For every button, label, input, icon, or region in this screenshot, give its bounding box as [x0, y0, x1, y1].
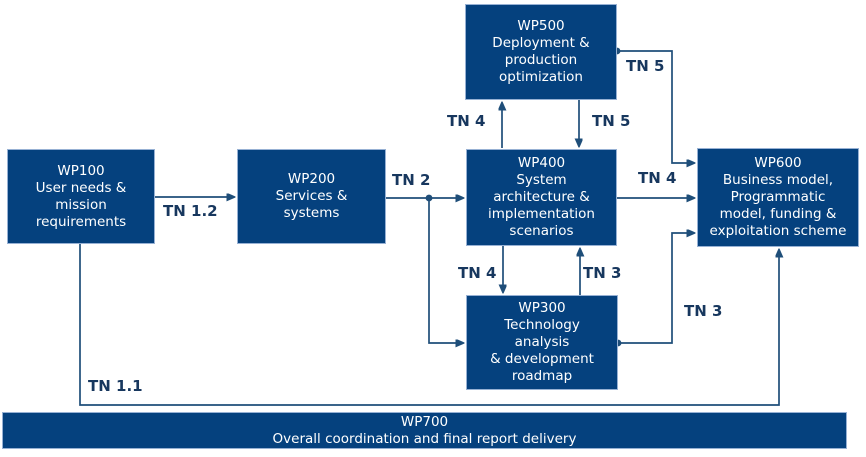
connector-label-tn-5-wp500-wp400: TN 5	[592, 112, 631, 130]
wp200-box: WP200 Services & systems	[237, 149, 386, 244]
connector-label-tn-4-wp400-wp500: TN 4	[447, 112, 486, 130]
junction-dot-tn2	[425, 194, 433, 202]
connector-wp500-wp600	[617, 50, 694, 163]
wp500-box: WP500 Deployment & production optimizati…	[465, 4, 617, 100]
wp400-box: WP400 System architecture & implementati…	[466, 149, 617, 246]
wp100-box: WP100 User needs & mission requirements	[7, 149, 155, 244]
connector-label-tn-3-wp300-wp600: TN 3	[684, 302, 723, 320]
connector-wp300-wp600	[618, 233, 694, 344]
connector-label-tn-5-wp500-wp600: TN 5	[626, 57, 665, 75]
connector-label-tn-1-2: TN 1.2	[163, 202, 218, 220]
wp300-box: WP300 Technology analysis & development …	[466, 295, 618, 390]
connector-wp200-wp300	[428, 198, 463, 343]
connector-label-tn-2: TN 2	[392, 171, 431, 189]
connector-wp100-wp600	[79, 244, 779, 406]
wp700-box: WP700 Overall coordination and final rep…	[2, 412, 847, 449]
connector-label-tn-4-wp400-wp600: TN 4	[638, 169, 677, 187]
connector-label-tn-4-wp400-wp300: TN 4	[458, 264, 497, 282]
connector-label-tn-1-1: TN 1.1	[88, 377, 143, 395]
connector-label-tn-3-wp300-wp400: TN 3	[583, 264, 622, 282]
wp600-box: WP600 Business model, Programmatic model…	[697, 148, 859, 247]
